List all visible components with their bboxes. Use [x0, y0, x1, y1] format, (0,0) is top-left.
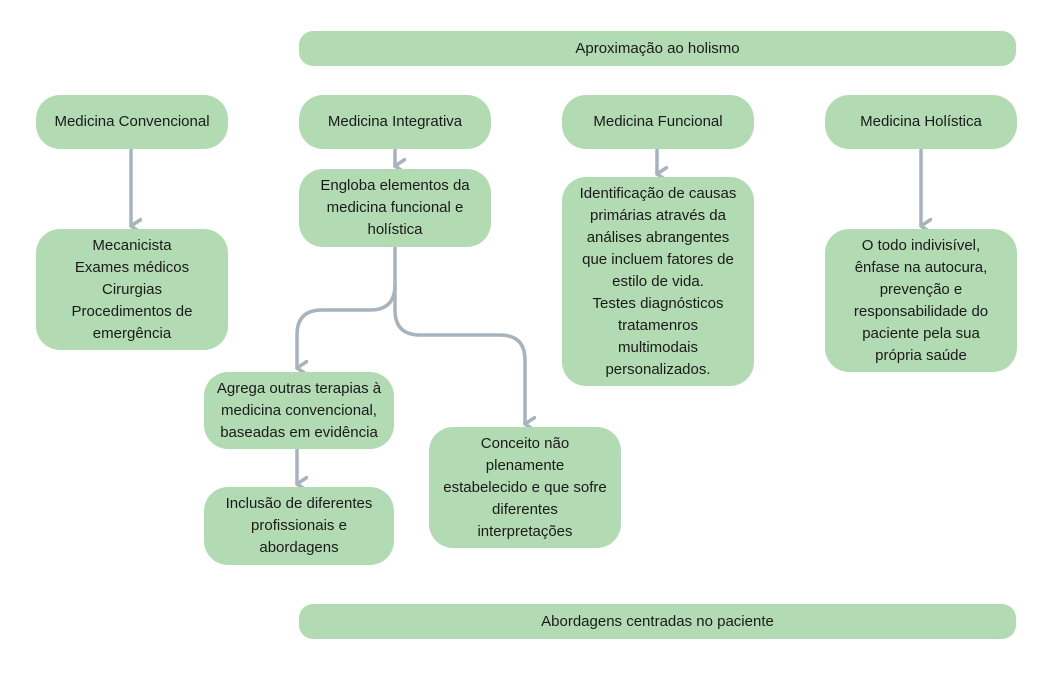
header-medicina-funcional: Medicina Funcional: [562, 95, 754, 149]
node-integrativa-conceito: Conceito não plenamente estabelecido e q…: [429, 427, 621, 548]
arrow-to-conceito: [393, 283, 525, 424]
bottom-bar: Abordagens centradas no paciente: [299, 604, 1016, 639]
node-integrativa-agrega: Agrega outras terapias à medicina conven…: [204, 372, 394, 449]
header-medicina-integrativa: Medicina Integrativa: [299, 95, 491, 149]
arrow-to-agrega: [297, 246, 397, 368]
node-convencional-desc: Mecanicista Exames médicos Cirurgias Pro…: [36, 229, 228, 350]
top-bar: Aproximação ao holismo: [299, 31, 1016, 66]
node-integrativa-desc: Engloba elementos da medicina funcional …: [299, 169, 491, 247]
node-funcional-desc: Identificação de causas primárias atravé…: [562, 177, 754, 386]
header-medicina-convencional: Medicina Convencional: [36, 95, 228, 149]
node-integrativa-inclusao: Inclusão de diferentes profissionais e a…: [204, 487, 394, 565]
node-holistica-desc: O todo indivisível, ênfase na autocura, …: [825, 229, 1017, 372]
header-medicina-holistica: Medicina Holística: [825, 95, 1017, 149]
